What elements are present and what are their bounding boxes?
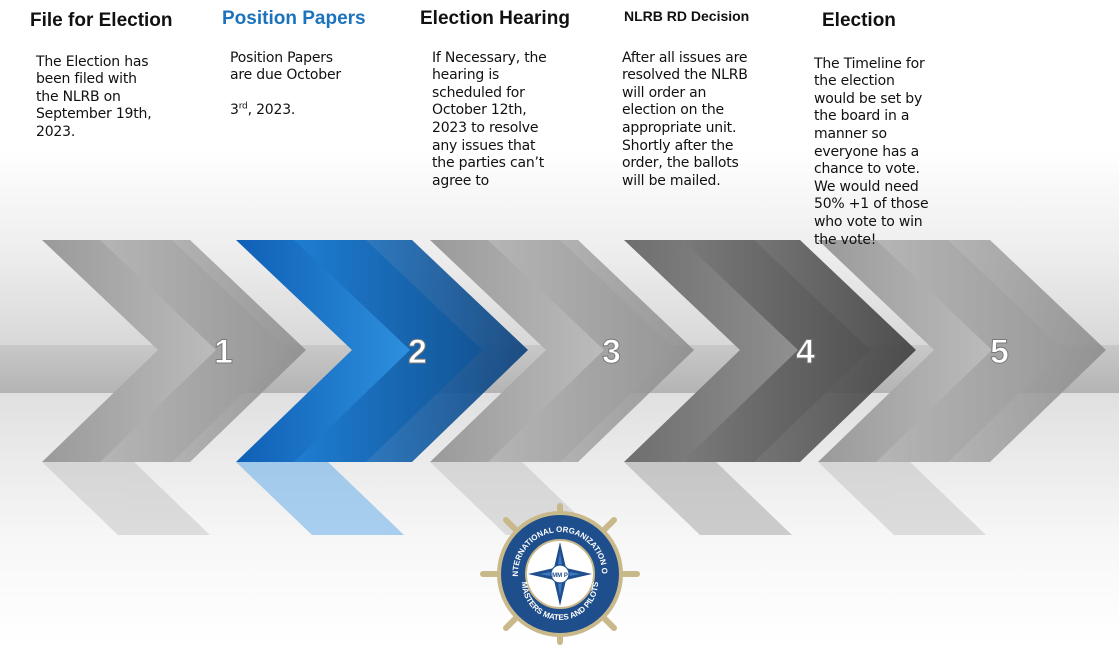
step-title-1: File for Election bbox=[30, 10, 173, 31]
step-number-2: 2 bbox=[408, 333, 427, 371]
step-number-5: 5 bbox=[990, 333, 1009, 371]
chevron-4 bbox=[624, 240, 916, 462]
step-number-4: 4 bbox=[796, 333, 815, 371]
chevron-reflection-1 bbox=[42, 462, 210, 535]
chevron-reflection-4 bbox=[624, 462, 792, 535]
step-title-2: Position Papers bbox=[222, 8, 366, 29]
chevron-2 bbox=[236, 240, 528, 462]
step-number-3: 3 bbox=[602, 333, 621, 371]
step-title-5: Election bbox=[822, 10, 896, 31]
chevron-5 bbox=[818, 240, 1106, 462]
mmp-logo: INTERNATIONAL ORGANIZATION OF MASTERS MA… bbox=[475, 500, 640, 645]
logo-center-text: MM P bbox=[552, 573, 568, 579]
chevron-reflection-2 bbox=[236, 462, 404, 535]
compass-star-icon bbox=[528, 542, 592, 606]
step-title-3: Election Hearing bbox=[420, 8, 570, 29]
chevron-reflection-5 bbox=[818, 462, 986, 535]
step-number-1: 1 bbox=[214, 333, 233, 371]
step-title-4: NLRB RD Decision bbox=[624, 8, 750, 24]
chevron-1 bbox=[42, 240, 306, 462]
chevron-3 bbox=[430, 240, 694, 462]
